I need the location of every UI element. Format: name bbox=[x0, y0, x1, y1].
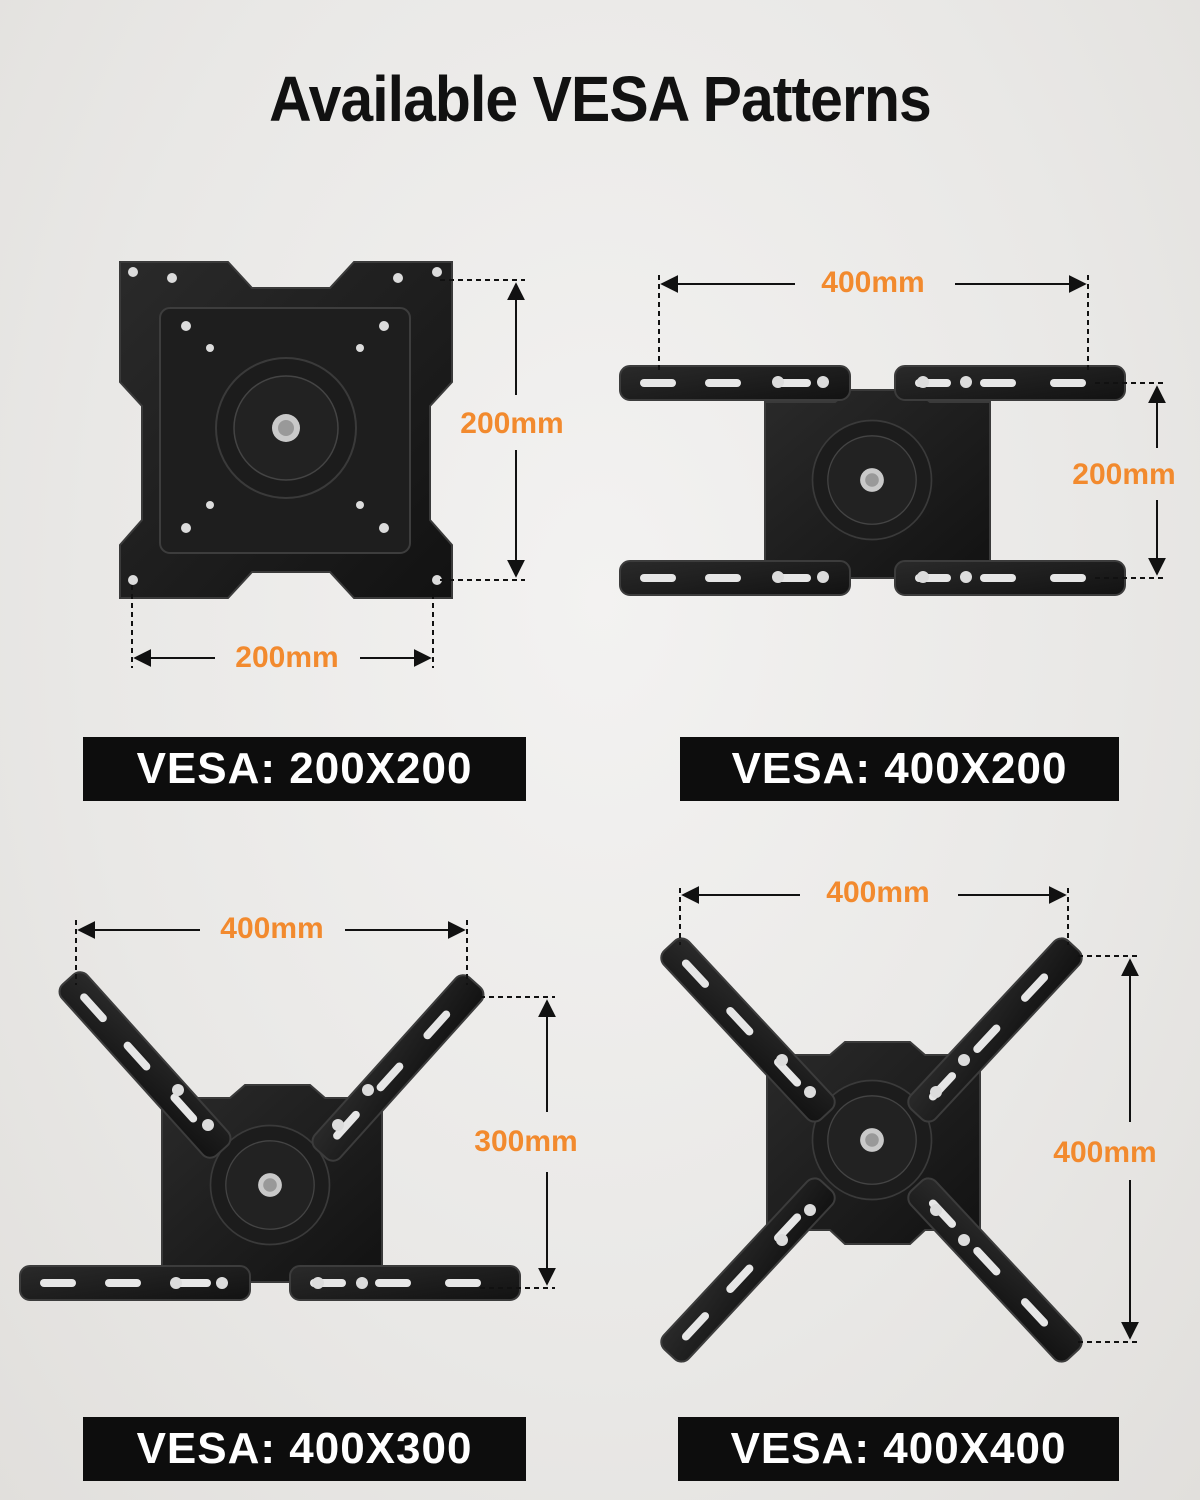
dimension-lines-200x200 bbox=[131, 279, 525, 668]
dim-width-200x200: 200mm bbox=[235, 641, 339, 674]
dim-height-400x400: 400mm bbox=[1053, 1136, 1157, 1169]
dim-height-200x200: 200mm bbox=[460, 407, 564, 440]
dimension-lines-400x200 bbox=[658, 275, 1166, 579]
dim-height-400x300: 300mm bbox=[474, 1125, 578, 1158]
banner-vesa-400x300: VESA: 400X300 bbox=[83, 1417, 526, 1481]
dim-height-400x200: 200mm bbox=[1072, 458, 1176, 491]
bracket-400x300-illustration bbox=[19, 967, 521, 1301]
plate-200x200-illustration bbox=[119, 261, 453, 599]
banner-vesa-400x400: VESA: 400X400 bbox=[678, 1417, 1119, 1481]
dim-width-400x300: 400mm bbox=[220, 912, 324, 945]
bracket-400x200-illustration bbox=[619, 365, 1126, 596]
bracket-400x400-illustration bbox=[656, 933, 1087, 1367]
dimension-lines-400x300 bbox=[75, 920, 556, 1289]
dim-width-400x200: 400mm bbox=[821, 266, 925, 299]
dimension-lines-400x400 bbox=[679, 886, 1140, 1343]
banner-vesa-200x200: VESA: 200X200 bbox=[83, 737, 526, 801]
banner-vesa-400x200: VESA: 400X200 bbox=[680, 737, 1119, 801]
dim-width-400x400: 400mm bbox=[826, 876, 930, 909]
page-title: Available VESA Patterns bbox=[269, 63, 932, 135]
